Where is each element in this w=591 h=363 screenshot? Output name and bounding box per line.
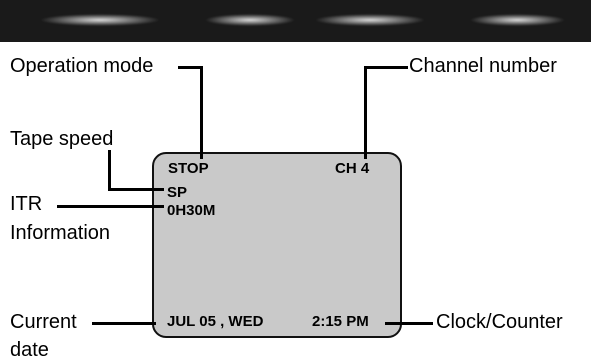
osd-time: 2:15 PM: [312, 313, 369, 330]
label-current-line1: Current: [10, 311, 77, 333]
label-tape-speed: Tape speed: [10, 128, 114, 150]
osd-tape-speed: SP: [167, 184, 188, 201]
header-strip: [0, 0, 591, 42]
strip-highlight: [40, 14, 160, 26]
label-operation-mode: Operation mode: [10, 55, 154, 77]
leader-line: [108, 188, 164, 191]
leader-line: [364, 66, 408, 69]
label-clock-counter: Clock/Counter: [436, 311, 563, 333]
osd-itr: 0H30M: [167, 202, 216, 219]
leader-line: [92, 322, 156, 325]
leader-line: [108, 150, 111, 190]
leader-line: [57, 205, 164, 208]
leader-line: [385, 322, 433, 325]
strip-highlight: [205, 14, 295, 26]
label-channel-number: Channel number: [409, 55, 557, 77]
osd-date: JUL 05 , WED: [167, 313, 264, 330]
label-current-line2: date: [10, 339, 49, 361]
leader-line: [200, 66, 203, 159]
leader-line: [178, 66, 202, 69]
strip-highlight: [470, 14, 565, 26]
label-itr-line1: ITR: [10, 193, 43, 215]
leader-line: [364, 66, 367, 159]
osd-channel: CH 4: [335, 160, 370, 177]
label-itr-line2: Information: [10, 222, 111, 244]
osd-screen: [152, 152, 402, 338]
strip-highlight: [315, 14, 425, 26]
osd-operation-mode: STOP: [168, 160, 209, 177]
